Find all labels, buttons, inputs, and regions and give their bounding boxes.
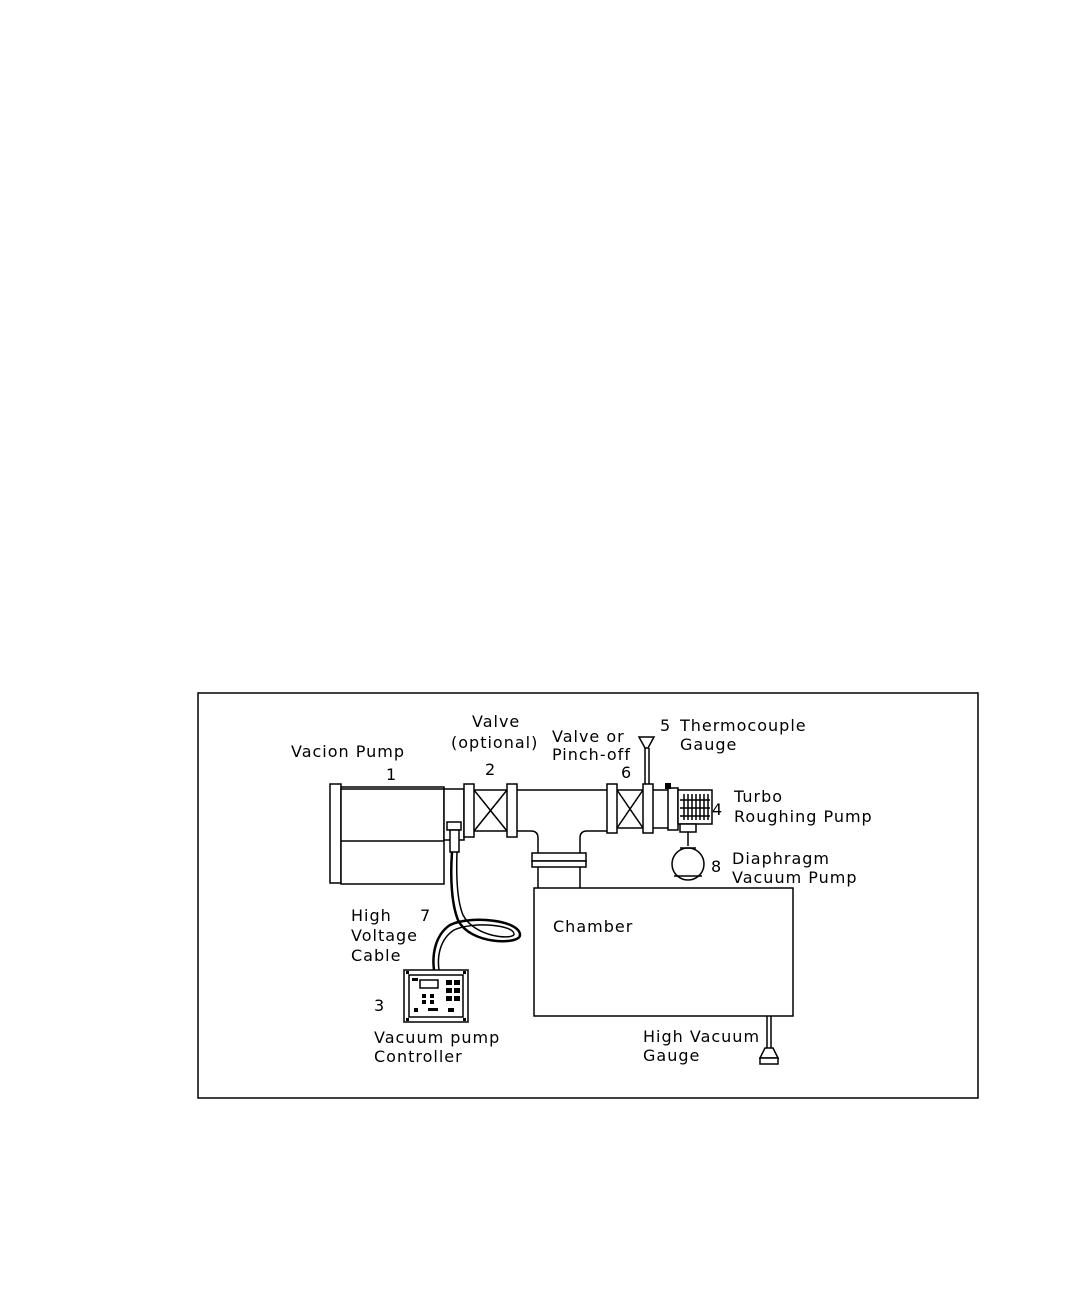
label-controller-1: Vacuum pump [374,1028,500,1047]
label-valve-pinch-1: Valve or [552,727,625,746]
label-chamber: Chamber [553,917,633,936]
high-voltage-cable [433,822,520,970]
tee-pipe [517,790,607,888]
label-high-vacuum-2: Gauge [643,1046,700,1065]
label-high-voltage-1: High [351,906,392,925]
label-valve-optional-2: (optional) [451,733,538,752]
label-number-1: 1 [386,765,397,784]
high-vacuum-gauge [760,1016,778,1064]
label-number-3: 3 [374,996,385,1015]
label-number-6: 6 [621,763,632,782]
label-number-2: 2 [485,760,496,779]
label-number-4: 4 [712,800,723,819]
valve-optional [464,784,517,837]
vacion-pump [330,784,464,884]
label-thermocouple-2: Gauge [680,735,737,754]
label-diaphragm-1: Diaphragm [732,849,830,868]
label-turbo-1: Turbo [733,787,783,806]
label-valve-pinch-2: Pinch-off [552,745,631,764]
label-number-7: 7 [420,906,431,925]
label-number-8: 8 [711,857,722,876]
chamber [534,888,793,1016]
label-diaphragm-2: Vacuum Pump [732,868,858,887]
thermocouple-gauge [639,737,654,784]
valve-pinch-off [607,784,668,833]
turbo-roughing-pump [665,783,712,846]
label-number-5: 5 [660,716,671,735]
label-turbo-2: Roughing Pump [734,807,873,826]
label-high-vacuum-1: High Vacuum [643,1027,760,1046]
label-vacion-pump: Vacion Pump [291,742,405,761]
label-high-voltage-2: Voltage [351,926,418,945]
label-high-voltage-3: Cable [351,946,401,965]
label-controller-2: Controller [374,1047,463,1066]
vacuum-pump-controller [404,970,468,1022]
diaphragm-vacuum-pump [672,848,704,880]
label-thermocouple-1: Thermocouple [679,716,807,735]
label-valve-optional-1: Valve [472,712,520,731]
